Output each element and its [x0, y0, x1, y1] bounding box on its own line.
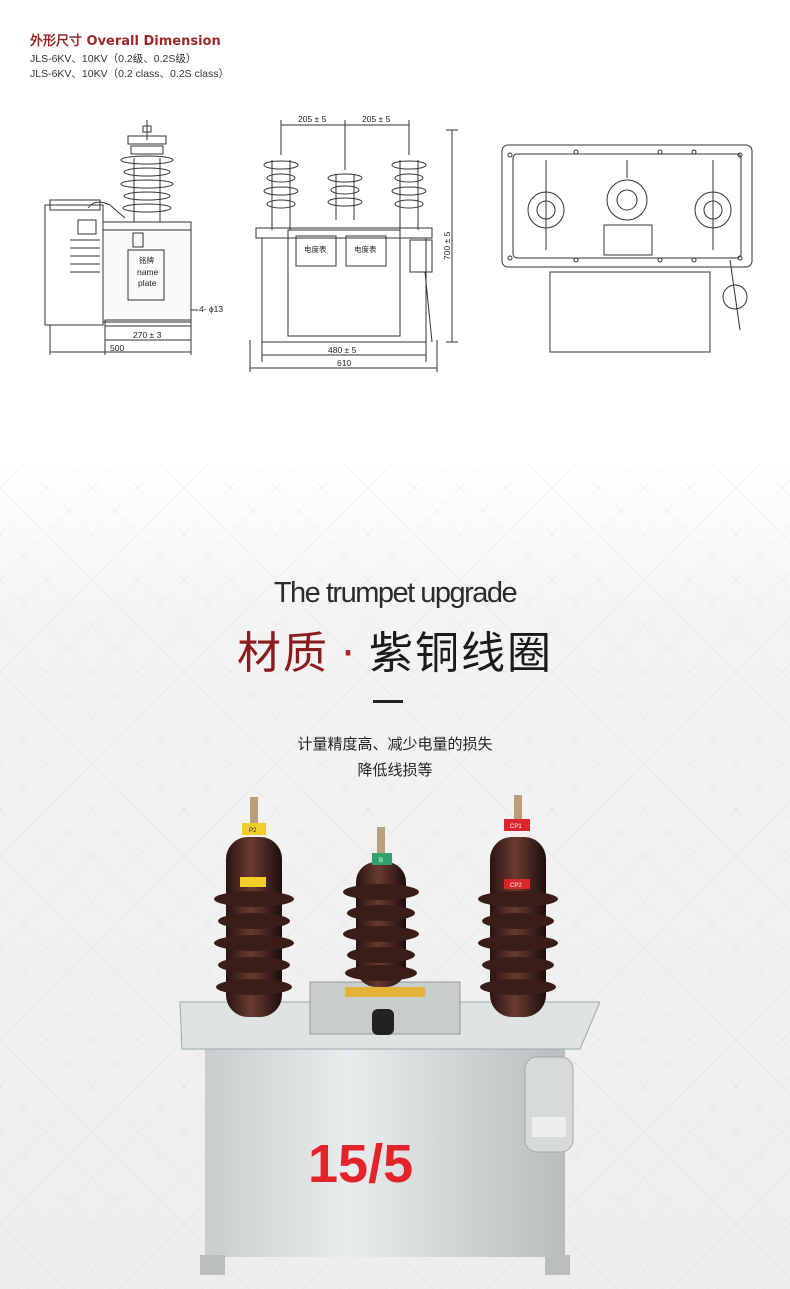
side-base-dimension: 270 ± 3 [133, 330, 162, 340]
insulator-right [478, 795, 558, 1017]
technical-drawings: 铭牌 name plate 4- ϕ13 270 ± 3 500 [44, 114, 753, 372]
tag-middle: B [379, 858, 383, 864]
front-height-dimension: 700 ± 5 [442, 231, 452, 260]
nameplate-label-en-2: plate [138, 278, 157, 288]
fuse-cartridge [524, 1056, 574, 1153]
promo-chinese-title: 材质·紫铜线圈 [0, 617, 790, 681]
side-total-dimension: 500 [110, 343, 124, 353]
promo-title-part-b: 紫铜线圈 [369, 628, 553, 679]
dimension-title: 外形尺寸 Overall Dimension [30, 34, 221, 49]
front-inner-dimension: 480 ± 5 [328, 345, 357, 355]
promo-description-line1: 计量精度高、减少电量的损失 [297, 735, 493, 753]
tag-right-low: CP2 [510, 883, 522, 889]
tag-left: P2 [249, 828, 257, 834]
front-view-drawing [249, 120, 458, 372]
promo-description-line2: 降低线损等 [357, 761, 433, 779]
mounting-hole-label: 4- ϕ13 [199, 304, 223, 314]
front-total-dimension: 610 [337, 358, 351, 368]
ratio-label: 15/5 [308, 1134, 413, 1194]
promo-english-title: The trumpet upgrade [273, 577, 518, 609]
insulator-middle [343, 827, 419, 987]
promo-title-part-a: 材质 [237, 628, 329, 679]
front-dimension-left: 205 ± 5 [298, 114, 327, 124]
side-view-drawing [44, 120, 198, 355]
title-divider [373, 700, 403, 703]
nameplate-label-en-1: name [137, 267, 159, 277]
insulator-left [214, 797, 294, 1017]
transformer-body [205, 1047, 565, 1257]
transformer-product-image: P2 B CP1 CP2 15/5 [179, 795, 600, 1275]
top-view-drawing [501, 144, 753, 353]
promo-description: 计量精度高、减少电量的损失 降低线损等 [0, 731, 790, 783]
promo-title-dot: · [341, 628, 357, 679]
nameplate-label-cn: 铭牌 [139, 255, 154, 265]
dimension-header: 外形尺寸 Overall Dimension JLS-6KV、10KV（0.2级… [30, 30, 229, 82]
model-line-cn: JLS-6KV、10KV（0.2级、0.2S级） [30, 53, 197, 65]
tag-right-top: CP1 [510, 824, 522, 830]
meter-label-right: 电度表 [354, 244, 377, 254]
meter-label-left: 电度表 [304, 244, 327, 254]
model-line-en: JLS-6KV、10KV（0.2 class、0.2S class） [30, 68, 229, 80]
front-dimension-right: 205 ± 5 [362, 114, 391, 124]
promo-section: The trumpet upgrade 材质·紫铜线圈 计量精度高、减少电量的损… [0, 465, 790, 1289]
